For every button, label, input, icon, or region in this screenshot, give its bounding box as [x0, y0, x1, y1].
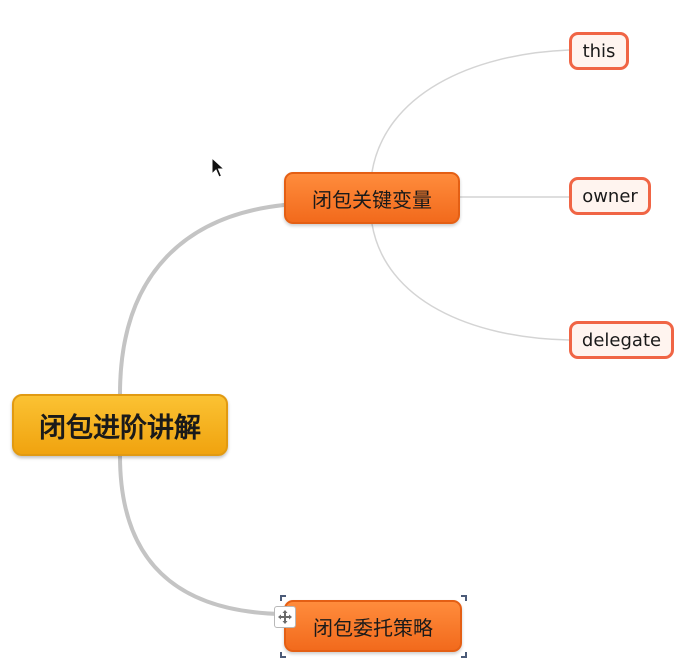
- link-branch-1-leaf-delegate: [371, 223, 570, 341]
- subtopic-label: owner: [582, 185, 638, 207]
- selection-handle-top-left[interactable]: [280, 595, 286, 601]
- selection-handle-top-right[interactable]: [461, 595, 467, 601]
- mouse-pointer-icon: [211, 157, 225, 178]
- link-root-branch-1: [118, 203, 286, 396]
- subtopic-delegate[interactable]: delegate: [569, 321, 674, 359]
- move-arrows-icon[interactable]: [274, 606, 296, 628]
- selection-handle-bottom-left[interactable]: [280, 652, 286, 658]
- subtopic-this[interactable]: this: [569, 32, 629, 70]
- selection-handle-bottom-right[interactable]: [461, 652, 467, 658]
- link-root-branch-2: [118, 454, 284, 616]
- main-topic-label: 闭包关键变量: [312, 187, 432, 212]
- subtopic-label: delegate: [581, 329, 662, 351]
- root-topic-label: 闭包进阶讲解: [39, 412, 201, 444]
- root-topic[interactable]: 闭包进阶讲解: [12, 394, 228, 456]
- main-topic-label: 闭包委托策略: [313, 615, 433, 640]
- subtopic-owner[interactable]: owner: [569, 177, 651, 215]
- main-topic-delegation-strategy[interactable]: 闭包委托策略: [284, 600, 462, 652]
- subtopic-label: this: [582, 40, 616, 62]
- link-branch-1-leaf-this: [371, 49, 570, 173]
- main-topic-closure-variables[interactable]: 闭包关键变量: [284, 172, 460, 224]
